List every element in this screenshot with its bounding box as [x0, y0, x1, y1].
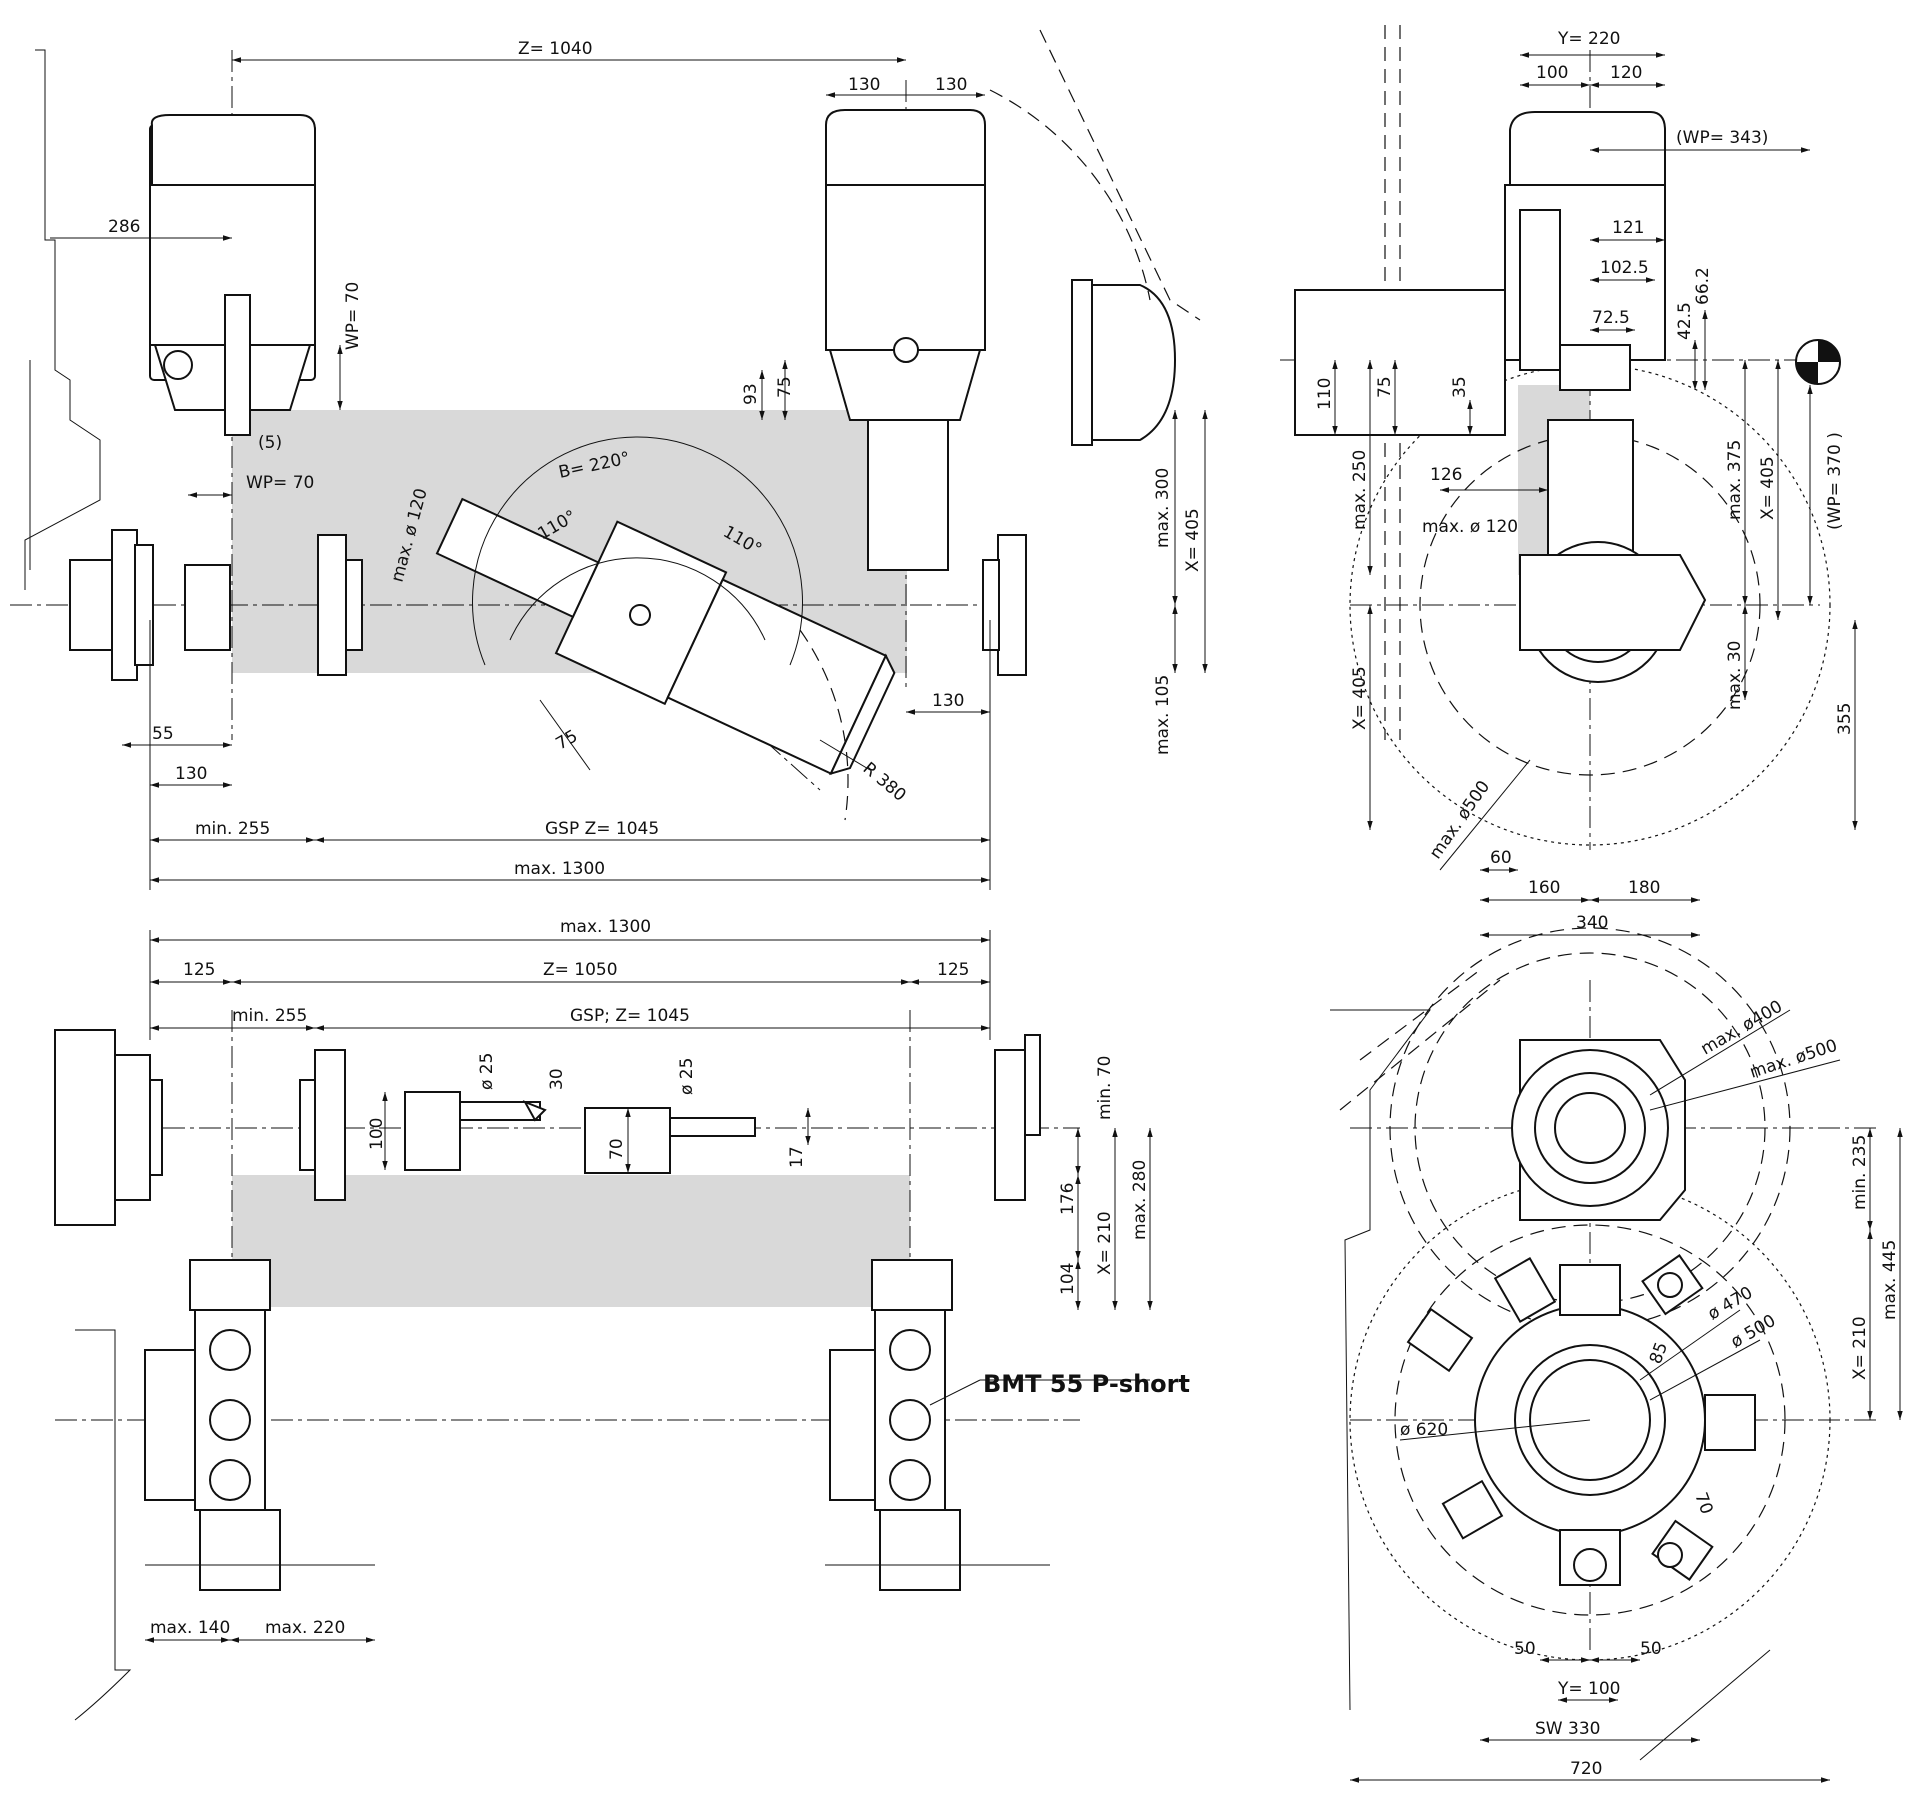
dim-max30: max. 30 — [1725, 641, 1745, 710]
dim-340: 340 — [1576, 913, 1608, 933]
dim-120: 120 — [1610, 63, 1642, 83]
dim-110: 110 — [1315, 378, 1335, 410]
dim-min70: min. 70 — [1095, 1056, 1115, 1121]
top-right-view: Y= 220 100 120 (WP= 343) 121 102.5 66.2 … — [1280, 25, 1858, 938]
dim-130-c: 130 — [932, 691, 964, 711]
dim-286: 286 — [108, 217, 140, 237]
dim-720: 720 — [1570, 1759, 1602, 1779]
dim-160: 160 — [1528, 878, 1560, 898]
dim-x405-a: X= 405 — [1758, 456, 1778, 520]
dim-126: 126 — [1430, 465, 1462, 485]
dim-125-b: 125 — [937, 960, 969, 980]
dim-y220: Y= 220 — [1557, 29, 1620, 49]
dim-min255: min. 255 — [195, 819, 270, 839]
dim-42-5: 42.5 — [1675, 302, 1695, 340]
dim-max445: max. 445 — [1880, 1240, 1900, 1320]
dim-125-a: 125 — [183, 960, 215, 980]
dim-max105: max. 105 — [1153, 675, 1173, 755]
dim-wp343: (WP= 343) — [1676, 128, 1768, 148]
dim-max220: max. 220 — [265, 1618, 345, 1638]
dim-max-d500: max. ø500 — [1747, 1036, 1839, 1083]
dim-max280: max. 280 — [1130, 1160, 1150, 1240]
dim-max375: max. 375 — [1725, 440, 1745, 520]
dim-d25-b: ø 25 — [677, 1058, 697, 1095]
dim-z1050: Z= 1050 — [543, 960, 618, 980]
dim-100: 100 — [367, 1118, 387, 1150]
dim-72-5: 72.5 — [1592, 308, 1630, 328]
dim-104: 104 — [1058, 1263, 1078, 1295]
dim-d620: ø 620 — [1400, 1420, 1448, 1440]
dim-50-b: 50 — [1640, 1639, 1662, 1659]
dim-max-d120: max. ø 120 — [1422, 517, 1518, 537]
turret-label-bmt55: BMT 55 P-short — [983, 1370, 1190, 1398]
dim-max-d500: max. ø500 — [1426, 777, 1494, 863]
dim-x405: X= 405 — [1183, 508, 1203, 572]
dim-130-a: 130 — [848, 75, 880, 95]
dim-70: 70 — [607, 1138, 627, 1160]
dim-max140: max. 140 — [150, 1618, 230, 1638]
dim-176: 176 — [1058, 1183, 1078, 1215]
dim-93: 93 — [741, 383, 761, 405]
dim-5: (5) — [258, 433, 282, 453]
dim-x405-b: X= 405 — [1350, 666, 1370, 730]
dim-100: 100 — [1536, 63, 1568, 83]
dim-gsp1045: GSP Z= 1045 — [545, 819, 659, 839]
dim-x210: X= 210 — [1850, 1316, 1870, 1380]
dim-70: 70 — [1690, 1490, 1716, 1517]
dim-180: 180 — [1628, 878, 1660, 898]
dim-d25-a: ø 25 — [477, 1053, 497, 1090]
dim-66-2: 66.2 — [1693, 267, 1713, 305]
dim-50-a: 50 — [1514, 1639, 1536, 1659]
bottom-right-view: max. ø400 max. ø500 min. 235 max. 445 ø … — [1330, 927, 1903, 1783]
dim-30: 30 — [547, 1068, 567, 1090]
dim-r380: R 380 — [859, 759, 910, 806]
dim-sw330: SW 330 — [1535, 1719, 1600, 1739]
dim-z1040: Z= 1040 — [518, 39, 593, 59]
dim-35: 35 — [1450, 376, 1470, 398]
dim-max-d400: max. ø400 — [1698, 997, 1787, 1060]
bottom-left-view: max. 1300 125 Z= 1050 125 min. 255 GSP; … — [54, 917, 1190, 1721]
dim-gsp1045: GSP; Z= 1045 — [570, 1006, 690, 1026]
dim-y100: Y= 100 — [1557, 1679, 1620, 1699]
dim-75: 75 — [1375, 376, 1395, 398]
dim-130-b: 130 — [935, 75, 967, 95]
dim-355: 355 — [1835, 703, 1855, 735]
dim-max1300: max. 1300 — [514, 859, 605, 879]
dim-wp70-vertical: WP= 70 — [343, 282, 363, 350]
dim-max300: max. 300 — [1153, 468, 1173, 548]
dim-wp70-horizontal: WP= 70 — [246, 473, 314, 493]
dim-75-b: 75 — [553, 726, 582, 754]
dim-102-5: 102.5 — [1600, 258, 1649, 278]
dim-min255: min. 255 — [232, 1006, 307, 1026]
dim-min235: min. 235 — [1850, 1135, 1870, 1210]
dim-121: 121 — [1612, 218, 1644, 238]
dim-max1300: max. 1300 — [560, 917, 651, 937]
dim-17: 17 — [787, 1146, 807, 1168]
dim-d470: ø 470 — [1705, 1283, 1757, 1324]
dim-d500: ø 500 — [1728, 1311, 1780, 1352]
dim-wp370: (WP= 370 ) — [1825, 432, 1845, 530]
dim-55: 55 — [152, 724, 174, 744]
dim-x210: X= 210 — [1095, 1211, 1115, 1275]
dim-130-d: 130 — [175, 764, 207, 784]
dim-75: 75 — [775, 376, 795, 398]
top-left-view: Z= 1040 130 130 286 WP= 70 (5) WP= 70 93… — [10, 29, 1208, 890]
dim-60: 60 — [1490, 848, 1512, 868]
dim-max250: max. 250 — [1350, 450, 1370, 530]
